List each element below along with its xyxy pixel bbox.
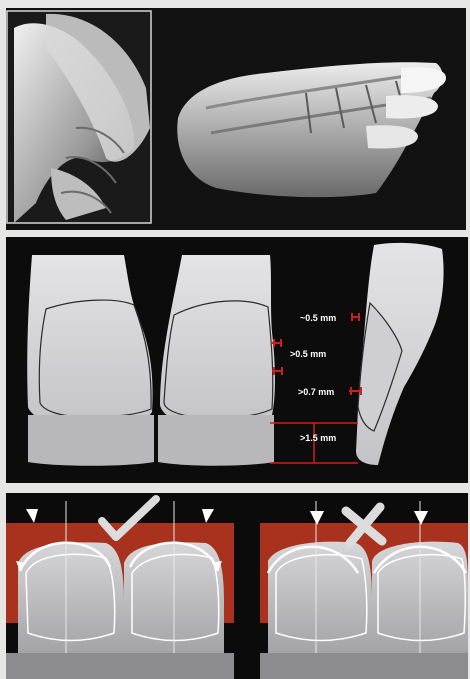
front-tooth-right (158, 255, 275, 466)
incisal-edge-panel (6, 493, 468, 679)
incisal-comparison (6, 493, 468, 679)
measurement-label-4: >1.5 mm (300, 433, 336, 443)
scan-renders (6, 8, 466, 230)
veneer-diagram: ~0.5 mm >0.5 mm >0.7 mm >1.5 mm (6, 237, 468, 483)
measurement-label-2: >0.5 mm (290, 349, 326, 359)
front-tooth-left (27, 255, 154, 466)
veneer-thickness-panel: ~0.5 mm >0.5 mm >0.7 mm >1.5 mm (6, 237, 468, 483)
scan-panel (6, 8, 466, 230)
tooth-profile-section (356, 243, 444, 465)
measurement-label-1: ~0.5 mm (300, 313, 336, 323)
scan-arch-render (177, 62, 446, 197)
scan-inset-left (7, 11, 151, 223)
measurement-label-3: >0.7 mm (298, 387, 334, 397)
